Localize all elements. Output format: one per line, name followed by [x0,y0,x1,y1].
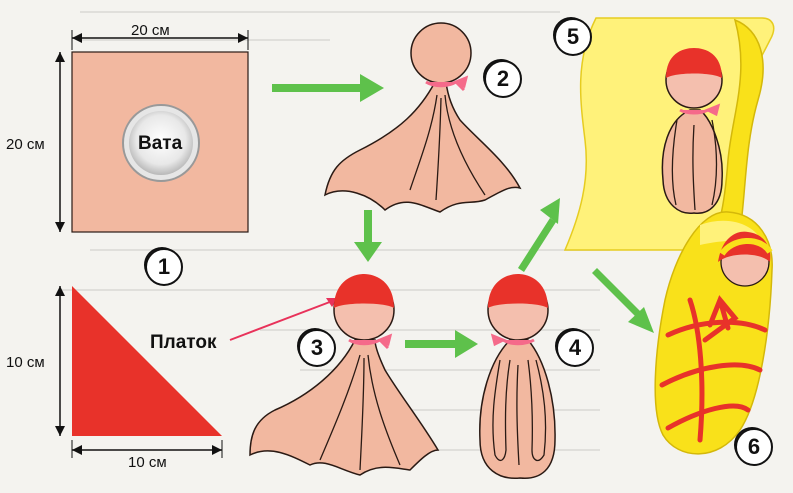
arrow-5-to-6 [592,268,654,333]
step6-kerchief [718,231,771,262]
step6-swaddled-doll [654,211,773,455]
step5-doll-body [661,109,723,214]
step-1-number: 1 [145,248,183,286]
step2-tie [425,75,469,92]
step-2-number: 2 [484,60,522,98]
step-4-number: 4 [556,329,594,367]
step-3-number: 3 [298,329,336,367]
step3-kerchief [334,274,394,308]
arrow-4-to-5 [518,198,560,272]
wool-label: Вата [138,133,183,154]
triangle-width-label: 10 см [128,454,167,471]
step2-doll [323,22,522,213]
kerchief-pointer [229,299,336,341]
step1-square-group [55,30,249,233]
square-height-label: 20 см [6,136,45,153]
arrow-2-to-3 [354,210,382,262]
step5-swaddle [563,17,775,256]
step5-kerchief [666,48,722,78]
arrow-3-to-4 [405,330,478,358]
square-width-label: 20 см [131,22,170,39]
arrow-1-to-2 [272,74,384,102]
step4-doll [479,274,556,479]
step4-kerchief [488,274,548,308]
step3-tie [348,333,393,350]
step3-skirt [249,339,440,476]
step-6-number: 6 [735,428,773,466]
triangle-height-label: 10 см [6,354,45,371]
handkerchief-label: Платок [150,332,217,353]
process-arrows [272,74,654,358]
step-5-number: 5 [554,18,592,56]
kerchief-triangle [72,286,222,436]
step3-doll [249,274,440,476]
step6-red-bindings [659,295,768,443]
kerchief-triangle-group [55,286,223,458]
step2-head [410,22,472,84]
step4-tie [490,333,535,347]
step2-skirt [323,81,522,213]
